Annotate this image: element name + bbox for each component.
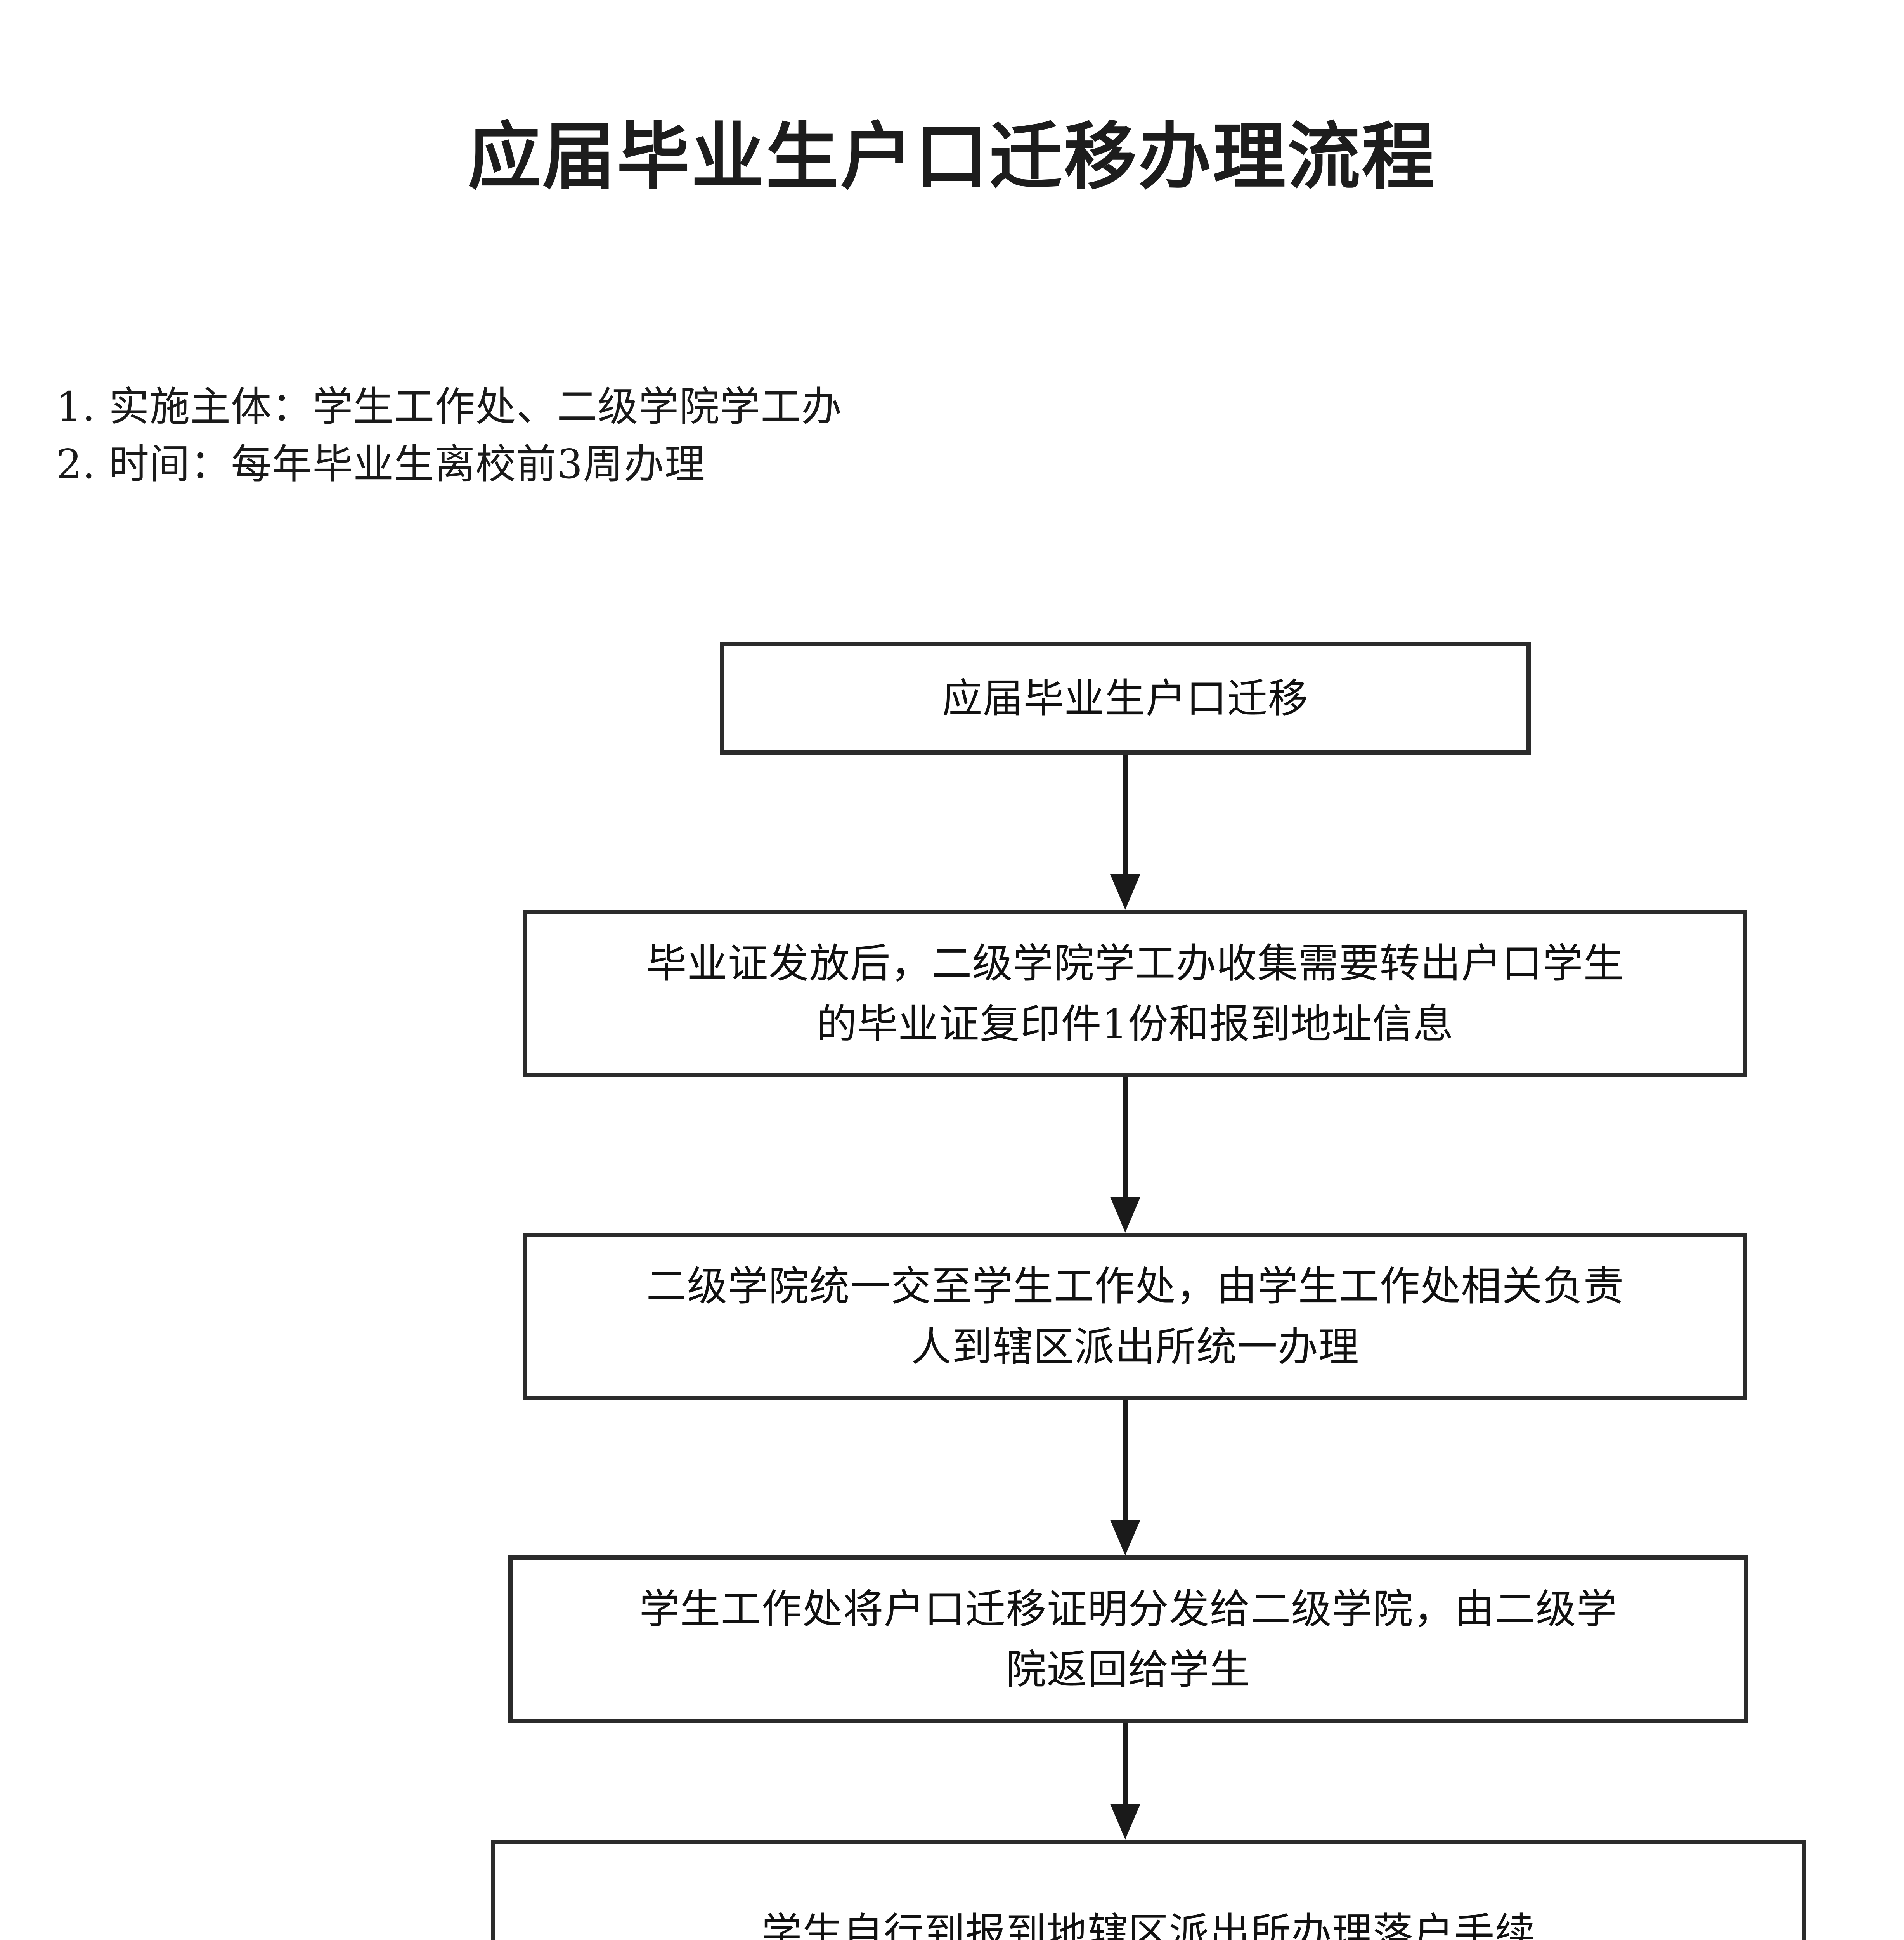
page-title: 应届毕业生户口迁移办理流程	[468, 114, 1436, 199]
flow-node-step3-line1: 学生工作处将户口迁移证明分发给二级学院，由二级学	[639, 1585, 1617, 1633]
flow-node-step3-label: 学生工作处将户口迁移证明分发给二级学院，由二级学院返回给学生	[622, 1579, 1634, 1700]
note-line-time: 2. 时间：每年毕业生离校前3周办理	[56, 440, 705, 488]
flow-node-step2-line2: 人到辖区派出所统一办理	[911, 1323, 1359, 1370]
flow-node-step2-label: 二级学院统一交至学生工作处，由学生工作处相关负责人到辖区派出所统一办理	[629, 1256, 1641, 1377]
intro-notes: 1. 实施主体：学生工作处、二级学院学工办 2. 时间：每年毕业生离校前3周办理	[56, 378, 1453, 493]
flow-node-start: 应届毕业生户口迁移	[720, 642, 1531, 755]
flow-node-end-label: 学生自行到报到地辖区派出所办理落户手续	[761, 1909, 1536, 1940]
flow-node-start-label: 应届毕业生户口迁移	[942, 675, 1309, 722]
flow-node-step2-line1: 二级学院统一交至学生工作处，由学生工作处相关负责	[646, 1263, 1624, 1310]
flow-node-step3: 学生工作处将户口迁移证明分发给二级学院，由二级学院返回给学生	[508, 1555, 1748, 1723]
flow-node-step1: 毕业证发放后，二级学院学工办收集需要转出户口学生的毕业证复印件1份和报到地址信息	[523, 910, 1747, 1077]
flow-node-end: 学生自行到报到地辖区派出所办理落户手续	[491, 1840, 1806, 1940]
flow-node-step1-line2: 的毕业证复印件1份和报到地址信息	[816, 1000, 1454, 1048]
flow-node-step3-line2: 院返回给学生	[1006, 1646, 1251, 1693]
flow-node-step1-label: 毕业证发放后，二级学院学工办收集需要转出户口学生的毕业证复印件1份和报到地址信息	[629, 933, 1641, 1054]
flow-node-step2: 二级学院统一交至学生工作处，由学生工作处相关负责人到辖区派出所统一办理	[523, 1233, 1747, 1400]
note-line-subject: 1. 实施主体：学生工作处、二级学院学工办	[56, 383, 842, 430]
flow-node-step1-line1: 毕业证发放后，二级学院学工办收集需要转出户口学生	[646, 940, 1624, 987]
